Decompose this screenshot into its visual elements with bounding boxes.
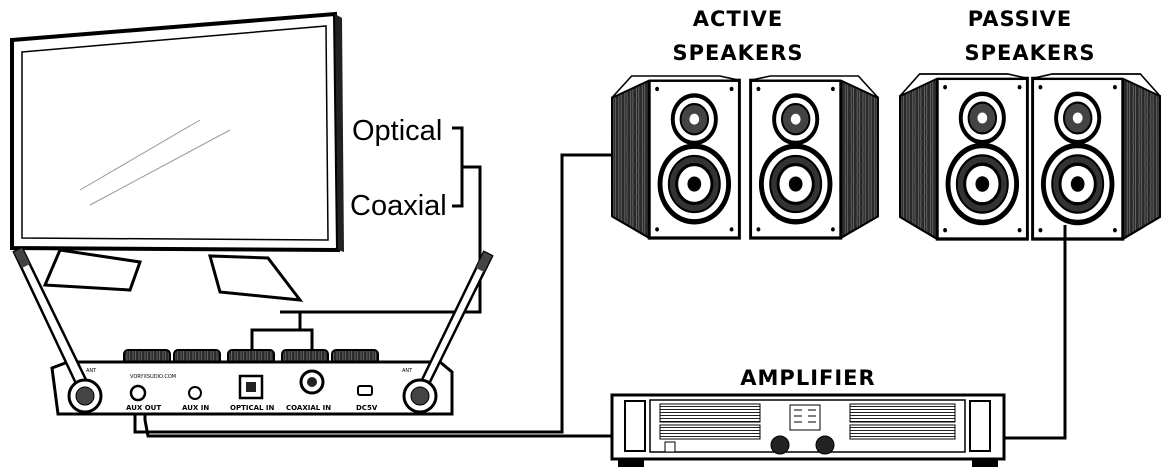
ant-right-label: ANT	[402, 368, 413, 374]
port-label-optical-in: OPTICAL IN	[230, 404, 275, 412]
port-label-dc: DC5V	[356, 404, 378, 412]
amplifier-title: AMPLIFIER	[740, 366, 875, 390]
active-speakers-title: ACTIVE	[693, 7, 783, 31]
port-label-aux-in: AUX IN	[182, 404, 209, 412]
passive-speakers-title: PASSIVE	[968, 7, 1072, 31]
active-speaker-left	[612, 76, 739, 238]
amplifier-icon	[610, 393, 1006, 467]
ant-left-label: ANT	[86, 368, 97, 374]
aux-out-port	[129, 384, 147, 402]
aux-in-port	[188, 386, 202, 400]
passive-speaker-right	[1033, 74, 1160, 239]
coaxial-label: Coaxial	[350, 190, 447, 222]
receiver-brand-url: VORYXSUDIO.COM	[130, 374, 176, 380]
wireless-receiver-icon: VORYXSUDIO.COM ANT ANT AUX OUT AUX IN OP…	[12, 246, 494, 416]
passive-speaker-cable	[995, 225, 1067, 440]
left-antenna	[12, 246, 103, 414]
active-speaker-cable	[133, 153, 612, 434]
optical-label: Optical	[352, 115, 442, 147]
active-speaker-right	[751, 76, 878, 238]
active-speakers-title-2: SPEAKERS	[672, 41, 803, 65]
port-label-coaxial-in: COAXIAL IN	[286, 404, 331, 412]
passive-speaker-left	[900, 74, 1027, 239]
passive-speakers-title-2: SPEAKERS	[964, 41, 1095, 65]
tv-icon	[10, 11, 344, 302]
dc-port	[357, 385, 373, 396]
port-label-aux-out: AUX OUT	[126, 404, 161, 412]
label-bracket	[280, 126, 482, 314]
right-antenna	[402, 250, 494, 414]
